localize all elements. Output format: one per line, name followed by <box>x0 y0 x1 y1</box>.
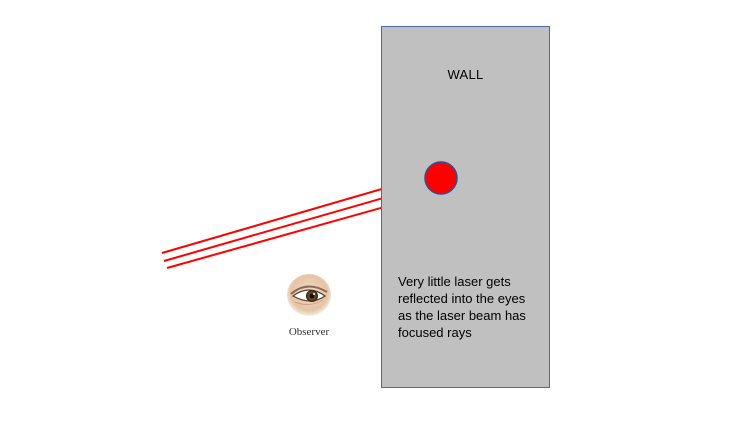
observer: Observer <box>283 272 335 338</box>
wall: WALL Very little laser gets reflected in… <box>381 26 550 388</box>
laser-spot <box>424 161 458 195</box>
laser-ray-1 <box>161 175 424 254</box>
wall-label: WALL <box>447 67 484 82</box>
wall-note: Very little laser gets reflected into th… <box>398 274 526 340</box>
observer-label: Observer <box>288 326 330 338</box>
eye-icon <box>287 274 331 316</box>
